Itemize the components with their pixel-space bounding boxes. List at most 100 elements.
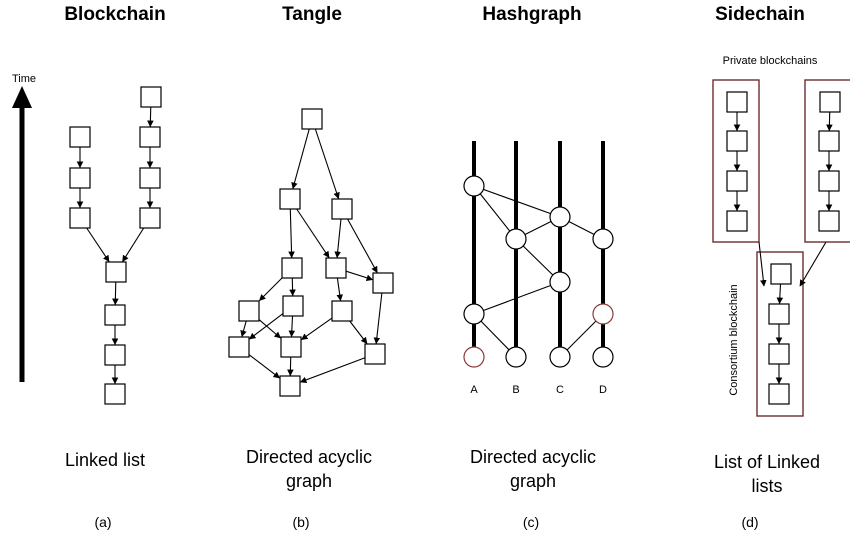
- tangle-edge-11: [240, 320, 247, 338]
- consortium-block-2: [768, 303, 790, 325]
- gossip-edge-8: [473, 185, 517, 240]
- block-main-2: [104, 304, 126, 326]
- title-blockchain: Blockchain: [64, 4, 165, 25]
- sidechain-diagram: [712, 79, 850, 417]
- tangle-tx-t0: [301, 108, 323, 130]
- tangle-tx-j: [228, 336, 250, 358]
- tangle-tx-k: [280, 336, 302, 358]
- consortium-block-1: [770, 263, 792, 285]
- caption-c-line1: Directed acyclic: [470, 447, 596, 467]
- private-right-block-2: [818, 130, 840, 152]
- tangle-edge-12: [258, 319, 282, 339]
- time-arrow-head: [12, 86, 32, 108]
- tangle-edge-16: [349, 320, 368, 345]
- hashgraph-event-a1: [463, 175, 485, 197]
- sublabel-a: (a): [94, 514, 111, 530]
- sublabel-b: (b): [292, 514, 309, 530]
- caption-c-line2: graph: [510, 471, 556, 491]
- tangle-tx-h: [282, 295, 304, 317]
- blockchain-diagram: [69, 86, 162, 405]
- block-main-3: [104, 344, 126, 366]
- consortium-chain-frame: [756, 251, 804, 417]
- caption-a: Linked list: [65, 450, 145, 470]
- tangle-tx-c: [281, 257, 303, 279]
- private-chain-frame-left: [712, 79, 760, 243]
- consortium-block-4: [768, 383, 790, 405]
- caption-d-line1: List of Linked: [714, 452, 820, 472]
- tangle-tx-b: [331, 198, 353, 220]
- member-label-c: C: [556, 384, 564, 396]
- private-left-block-2: [726, 130, 748, 152]
- private-left-block-1: [726, 91, 748, 113]
- hashgraph-event-d1: [592, 228, 614, 250]
- private-left-block-3: [726, 170, 748, 192]
- private-blockchains-label: Private blockchains: [723, 55, 818, 67]
- gossip-edge-1: [473, 185, 561, 218]
- hashgraph-event-c2: [549, 271, 571, 293]
- tangle-edge-14: [248, 313, 284, 340]
- tangle-edge-2: [314, 128, 340, 200]
- tangle-edge-6: [347, 218, 378, 274]
- sublabel-c: (c): [523, 514, 539, 530]
- tangle-diagram: [228, 108, 394, 397]
- hashgraph-event-c1: [549, 206, 571, 228]
- tangle-edge-20: [299, 357, 366, 384]
- member-label-a: A: [470, 384, 478, 396]
- title-tangle: Tangle: [282, 4, 342, 25]
- tangle-edge-15: [300, 317, 333, 341]
- hashgraph-event-d3: [592, 346, 614, 368]
- anchor-right-to-consortium: [799, 241, 827, 287]
- hashgraph-event-b1: [505, 228, 527, 250]
- hashgraph-diagram: [463, 141, 614, 368]
- link-main-1: [112, 281, 119, 306]
- tangle-edge-7: [259, 277, 283, 301]
- time-label: Time: [12, 73, 36, 85]
- tangle-edge-10: [336, 277, 343, 302]
- tangle-tx-l: [364, 343, 386, 365]
- tangle-tx-d: [325, 257, 347, 279]
- block-main-4: [104, 383, 126, 405]
- block-right-3: [139, 167, 161, 189]
- tangle-tx-g1: [238, 300, 260, 322]
- link-merge-left: [86, 227, 110, 263]
- hashgraph-event-a2: [463, 303, 485, 325]
- link-merge-right: [122, 227, 145, 263]
- tangle-edge-17: [373, 292, 383, 345]
- tangle-edge-13: [288, 315, 296, 338]
- tangle-edge-1: [291, 128, 310, 190]
- hashgraph-event-b3: [505, 346, 527, 368]
- member-label-d: D: [599, 384, 607, 396]
- tangle-edge-18: [248, 354, 281, 379]
- block-right-1: [140, 86, 162, 108]
- consortium-blockchain-label: Consortium blockchain: [728, 284, 740, 395]
- anchor-left-to-consortium: [758, 241, 767, 287]
- private-right-block-4: [818, 210, 840, 232]
- gossip-edge-5: [473, 281, 561, 315]
- hashgraph-event-c3: [549, 346, 571, 368]
- consortium-link-1: [776, 283, 784, 305]
- private-right-block-1: [819, 91, 841, 113]
- hashgraph-event-a3: [463, 346, 485, 368]
- member-label-b: B: [512, 384, 519, 396]
- sublabel-d: (d): [741, 514, 758, 530]
- tangle-edge-5: [334, 218, 342, 259]
- block-left-1: [69, 126, 91, 148]
- title-sidechain: Sidechain: [715, 4, 805, 25]
- block-right-2: [139, 126, 161, 148]
- block-main-1: [105, 261, 127, 283]
- caption-d-line2: lists: [752, 476, 783, 496]
- tangle-tx-m: [279, 375, 301, 397]
- tangle-edge-4: [296, 208, 330, 259]
- block-left-3: [69, 207, 91, 229]
- block-right-4: [139, 207, 161, 229]
- block-left-2: [69, 167, 91, 189]
- title-hashgraph: Hashgraph: [482, 4, 581, 25]
- tangle-tx-i: [331, 300, 353, 322]
- tangle-tx-a: [279, 188, 301, 210]
- tangle-edge-3: [288, 208, 295, 259]
- caption-b-line2: graph: [286, 471, 332, 491]
- private-right-block-3: [818, 170, 840, 192]
- caption-b-line1: Directed acyclic: [246, 447, 372, 467]
- hashgraph-event-d2: [592, 303, 614, 325]
